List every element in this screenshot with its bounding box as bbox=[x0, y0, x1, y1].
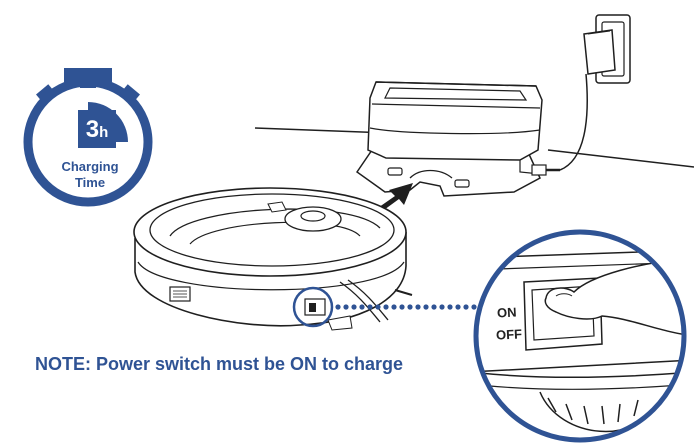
leader-dot bbox=[471, 304, 477, 310]
charging-time-hours: 3h bbox=[85, 116, 109, 143]
leader-dot bbox=[423, 304, 429, 310]
switch-zoom-detail bbox=[473, 229, 687, 443]
leader-dot bbox=[391, 304, 397, 310]
leader-dot bbox=[383, 304, 389, 310]
leader-dot bbox=[351, 304, 357, 310]
leader-dot bbox=[367, 304, 373, 310]
robot-vacuum bbox=[133, 187, 413, 331]
switch-highlight-circle bbox=[292, 286, 334, 328]
leader-dot bbox=[399, 304, 405, 310]
leader-dot bbox=[447, 304, 453, 310]
leader-dot bbox=[343, 304, 349, 310]
leader-dot bbox=[335, 304, 341, 310]
switch-off-label: OFF bbox=[495, 326, 523, 343]
leader-dot bbox=[431, 304, 437, 310]
dotted-leader-line bbox=[335, 304, 477, 310]
leader-dot bbox=[407, 304, 413, 310]
charging-dock bbox=[355, 81, 560, 197]
switch-on-label: ON bbox=[496, 304, 517, 321]
leader-dot bbox=[415, 304, 421, 310]
leader-dot bbox=[463, 304, 469, 310]
leader-dot bbox=[455, 304, 461, 310]
stopwatch-icon bbox=[23, 68, 153, 207]
leader-dot bbox=[359, 304, 365, 310]
wall-outlet-adapter-icon bbox=[559, 14, 631, 171]
leader-dot bbox=[375, 304, 381, 310]
floor-wall-line-right bbox=[547, 149, 694, 168]
leader-dot bbox=[439, 304, 445, 310]
power-switch-note: NOTE: Power switch must be ON to charge bbox=[35, 354, 404, 374]
